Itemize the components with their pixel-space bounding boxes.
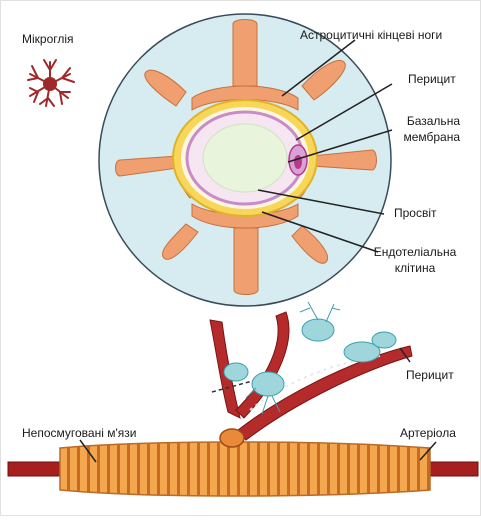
cross-section (99, 14, 391, 306)
label-arteriole: Артеріола (400, 426, 456, 440)
label-microglia: Мікроглія (22, 32, 74, 46)
pericyte-nucleus (294, 155, 302, 169)
label-astrocyte-endfeet: Астроцитичні кінцеві ноги (300, 28, 442, 42)
smooth-muscle-layer (60, 442, 430, 496)
label-pericyte-top: Перицит (408, 72, 456, 86)
label-endothelial-2: клітина (360, 261, 470, 275)
label-smooth-muscle: Непосмуговані м'язи (22, 426, 136, 440)
muscle-ring (220, 429, 244, 447)
label-lumen: Просвіт (394, 206, 437, 220)
label-basal-membrane-1: Базальна (380, 114, 460, 128)
label-endothelial-1: Ендотеліальна (360, 245, 470, 259)
lumen (203, 124, 287, 192)
microglia-cell (28, 60, 74, 106)
label-basal-membrane-2: мембрана (380, 130, 460, 144)
label-pericyte-bottom: Перицит (406, 368, 454, 382)
